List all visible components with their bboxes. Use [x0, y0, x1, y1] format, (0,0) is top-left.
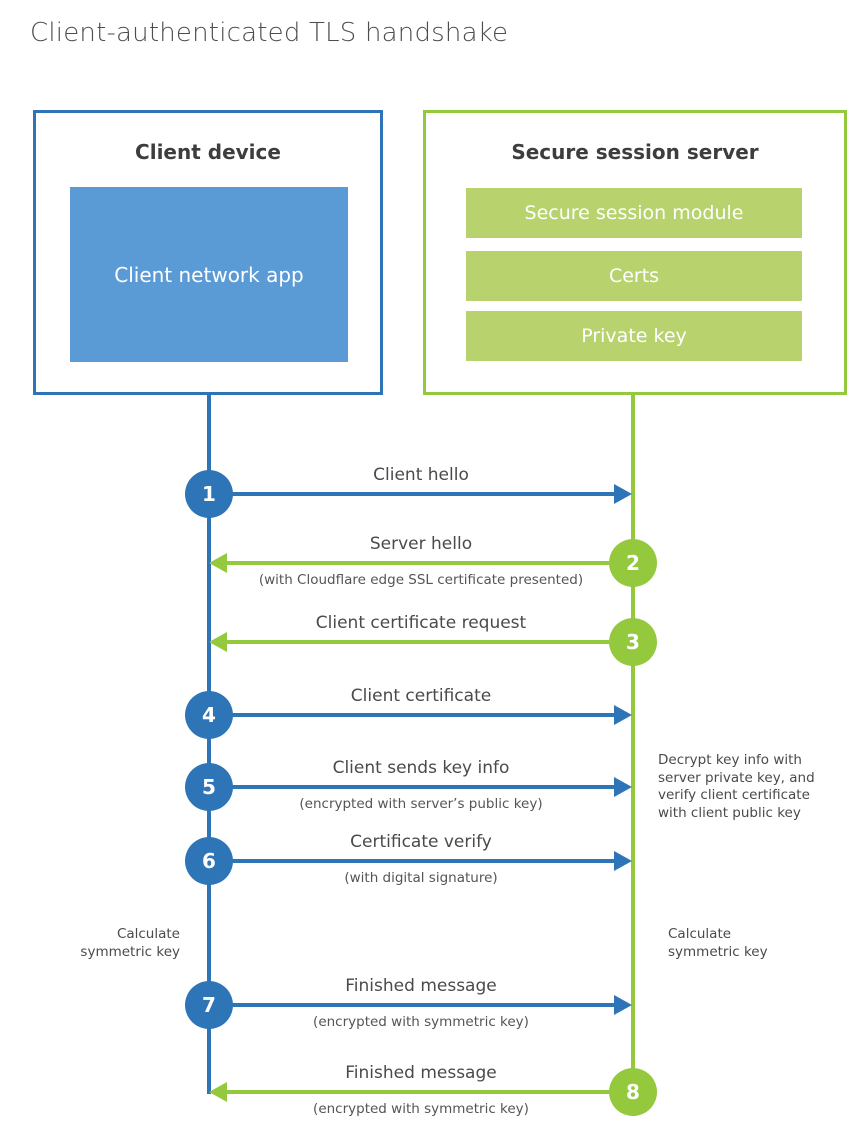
step-8-subtext: (encrypted with symmetric key) [313, 1101, 529, 1117]
step-7-arrow-line [231, 1003, 615, 1007]
step-6-subtext: (with digital signature) [344, 870, 498, 886]
step-4-arrowhead-right-icon [614, 705, 632, 725]
client-device-title: Client device [135, 140, 281, 164]
step-8-arrow-line [225, 1090, 609, 1094]
step-5-arrowhead-right-icon [614, 777, 632, 797]
step-7-label: Finished message [345, 976, 497, 996]
step-7-subtext: (encrypted with symmetric key) [313, 1014, 529, 1030]
server-module-private-key: Private key [466, 311, 802, 361]
step-3-marker: 3 [609, 618, 657, 666]
step-1-arrowhead-right-icon [614, 484, 632, 504]
decrypt-key-note: Decrypt key info with server private key… [658, 752, 815, 821]
step-6-arrowhead-right-icon [614, 851, 632, 871]
server-module-certs: Certs [466, 251, 802, 301]
server-lifeline [631, 395, 635, 1094]
step-2-marker: 2 [609, 539, 657, 587]
client-lifeline [207, 395, 211, 1094]
step-7-arrowhead-right-icon [614, 995, 632, 1015]
step-8-arrowhead-left-icon [209, 1082, 227, 1102]
step-6-arrow-line [231, 859, 615, 863]
step-2-arrowhead-left-icon [209, 553, 227, 573]
step-3-arrowhead-left-icon [209, 632, 227, 652]
step-3-label: Client certificate request [315, 613, 527, 633]
step-8-marker: 8 [609, 1068, 657, 1116]
calculate-symmetric-key-note-client: Calculate symmetric key [80, 926, 180, 960]
step-2-subtext: (with Cloudflare edge SSL certificate pr… [258, 572, 584, 588]
secure-session-server-title: Secure session server [511, 140, 759, 164]
step-2-arrow-line [225, 561, 609, 565]
step-5-marker: 5 [185, 763, 233, 811]
calculate-symmetric-key-note-server: Calculate symmetric key [668, 926, 768, 960]
step-1-label: Client hello [373, 465, 469, 485]
step-7-marker: 7 [185, 981, 233, 1029]
step-4-arrow-line [231, 713, 615, 717]
step-6-label: Certificate verify [350, 832, 492, 852]
step-4-label: Client certificate [350, 686, 492, 706]
step-5-subtext: (encrypted with server’s public key) [299, 796, 543, 812]
step-5-label: Client sends key info [332, 758, 510, 778]
client-network-app-label: Client network app [114, 262, 304, 287]
step-2-label: Server hello [369, 534, 473, 554]
client-network-app-box: Client network app [70, 187, 348, 362]
step-5-arrow-line [231, 785, 615, 789]
step-3-arrow-line [225, 640, 609, 644]
page-title: Client-authenticated TLS handshake [30, 18, 509, 48]
server-module-secure-session-module: Secure session module [466, 188, 802, 238]
step-1-arrow-line [231, 492, 615, 496]
step-6-marker: 6 [185, 837, 233, 885]
step-8-label: Finished message [345, 1063, 497, 1083]
step-4-marker: 4 [185, 691, 233, 739]
step-1-marker: 1 [185, 470, 233, 518]
